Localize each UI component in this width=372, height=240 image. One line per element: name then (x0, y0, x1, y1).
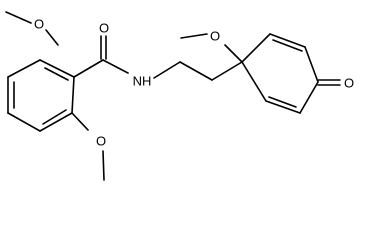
bonds (5, 11, 341, 181)
bond-dienone-3 (304, 46, 319, 83)
bond-dienone-1 (241, 33, 271, 63)
bond-ring-inner-2 (42, 109, 67, 125)
atom-o-methoxy-bottom: O (96, 134, 106, 149)
bond-quat-o (224, 44, 243, 63)
bond-dienone-2 (269, 33, 306, 48)
atom-o-carbonyl: O (99, 21, 109, 36)
bond-ring-a3 (39, 112, 73, 132)
bond-ring-a4 (7, 112, 41, 132)
bond-methyl-top-o (5, 11, 32, 24)
bond-o-top-ring (45, 29, 59, 46)
bond-carbonyl-n (102, 59, 129, 74)
bond-o-bottom-methyl (102, 150, 105, 181)
atom-n-amide: NH (133, 74, 152, 89)
bond-ring-a1 (39, 59, 75, 78)
bond-ring-carbonyl (73, 59, 104, 78)
bond-n-ch2 (153, 61, 181, 79)
atom-o-methoxy-ring: O (210, 29, 220, 44)
bond-dienone-6 (241, 61, 267, 102)
bond-ring-a6 (7, 59, 41, 78)
bond-dienone-inner-1 (272, 39, 303, 52)
bond-dienone-4 (299, 81, 319, 114)
atom-o-methoxy-top: O (34, 17, 44, 32)
bond-ch2-ch2 (179, 61, 213, 81)
atom-labels: O O NH O O O (34, 17, 354, 149)
chemical-structure-diagram: O O NH O O O (5, 11, 354, 181)
atom-o-ketone: O (344, 76, 354, 91)
bond-ring-a2 (71, 76, 75, 114)
bond-o-methyl-ring (180, 33, 208, 39)
bond-ring-o-bottom (71, 112, 89, 131)
bond-dienone-5 (265, 100, 301, 114)
bond-dienone-inner-2 (268, 96, 297, 108)
bond-ring-inner-1 (44, 67, 69, 81)
bond-ch2-quat (211, 61, 243, 81)
